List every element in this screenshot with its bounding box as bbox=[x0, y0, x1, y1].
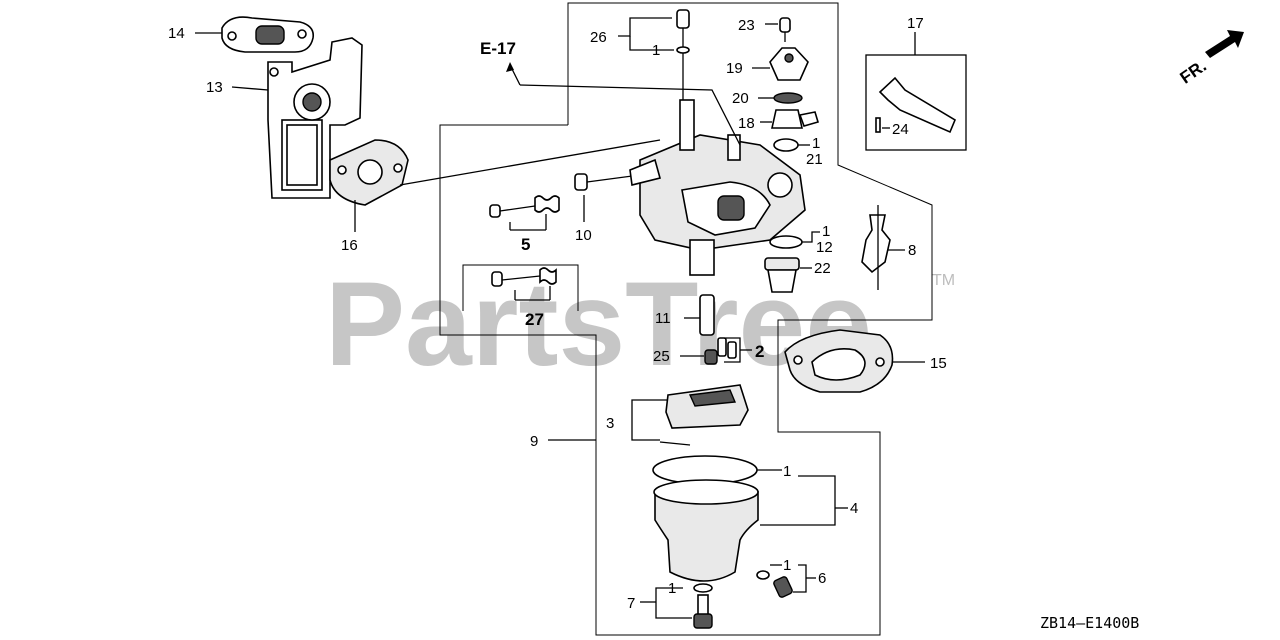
part-20-washer[interactable]: 20 bbox=[732, 90, 803, 107]
part-15-gasket[interactable]: 15 bbox=[784, 329, 947, 393]
callout-6: 6 bbox=[818, 570, 826, 587]
part-27-screw-kit[interactable]: 27 bbox=[462, 264, 579, 329]
reference-e17: E-17 bbox=[480, 39, 741, 146]
callout-25: 25 bbox=[653, 348, 670, 365]
part-9-carburetor-assy[interactable]: 9 bbox=[530, 433, 596, 450]
callout-19: 19 bbox=[726, 60, 743, 77]
callout-11: 11 bbox=[655, 310, 671, 327]
callout-3: 3 bbox=[606, 415, 614, 432]
callout-10: 10 bbox=[575, 227, 592, 244]
callout-7: 7 bbox=[627, 595, 635, 612]
part-2-pilot-screw[interactable]: 2 bbox=[717, 337, 764, 363]
part-18-valve[interactable]: 18 bbox=[738, 109, 819, 132]
part-8-float-pin[interactable]: 8 bbox=[861, 205, 916, 290]
callout-27: 27 bbox=[525, 310, 544, 329]
part-4-float-chamber[interactable]: 1 4 bbox=[652, 455, 858, 582]
part-14-gasket[interactable]: 14 bbox=[168, 16, 315, 53]
callout-4: 4 bbox=[850, 500, 858, 517]
callout-1-drain-washer: 1 bbox=[783, 557, 791, 574]
part-26-screw[interactable]: 26 1 bbox=[590, 9, 690, 100]
part-22-float-valve-seat[interactable]: 22 bbox=[764, 257, 831, 293]
part-7-bolt[interactable]: 1 7 bbox=[627, 580, 713, 629]
callout-2: 2 bbox=[755, 342, 764, 361]
part-6-drain-screw[interactable]: 1 6 bbox=[756, 557, 826, 598]
callout-9: 9 bbox=[530, 433, 538, 450]
callout-1-washer: 1 bbox=[652, 42, 660, 59]
part-5-screw-spring[interactable]: 5 bbox=[489, 195, 560, 254]
part-3-float[interactable]: 3 bbox=[606, 384, 749, 446]
part-21-gasket[interactable]: 1 21 bbox=[773, 135, 823, 168]
callout-1-gasket21: 1 bbox=[812, 135, 820, 152]
callout-21: 21 bbox=[806, 151, 823, 168]
callout-5: 5 bbox=[521, 235, 530, 254]
callout-12: 12 bbox=[816, 239, 833, 256]
front-label: FR. bbox=[1177, 56, 1210, 87]
callout-1-bolt-washer: 1 bbox=[668, 580, 676, 597]
front-indicator: FR. bbox=[1177, 30, 1244, 88]
part-16-gasket[interactable]: 16 bbox=[329, 139, 661, 254]
diagram-code: ZB14—E1400B bbox=[1040, 614, 1139, 632]
callout-15: 15 bbox=[930, 355, 947, 372]
callout-1-oring: 1 bbox=[822, 223, 830, 240]
part-19-cover[interactable]: 19 bbox=[726, 47, 809, 81]
callout-24: 24 bbox=[892, 121, 909, 138]
reference-label: E-17 bbox=[480, 39, 516, 58]
watermark-trademark: TM bbox=[932, 272, 955, 289]
callout-22: 22 bbox=[814, 260, 831, 277]
callout-18: 18 bbox=[738, 115, 755, 132]
callout-13: 13 bbox=[206, 79, 223, 96]
carburetor-body[interactable] bbox=[629, 99, 806, 276]
part-10-screw[interactable]: 10 bbox=[574, 173, 641, 244]
callout-14: 14 bbox=[168, 25, 185, 42]
callout-8: 8 bbox=[908, 242, 916, 259]
callout-20: 20 bbox=[732, 90, 749, 107]
callout-16: 16 bbox=[341, 237, 358, 254]
part-11-main-nozzle[interactable]: 11 bbox=[655, 294, 715, 336]
callout-26: 26 bbox=[590, 29, 607, 46]
front-arrow-icon bbox=[1205, 30, 1244, 58]
part-25-jet[interactable]: 25 bbox=[653, 348, 718, 365]
callout-23: 23 bbox=[738, 17, 755, 34]
part-12-oring[interactable]: 1 12 bbox=[769, 223, 833, 256]
part-23-screw[interactable]: 23 bbox=[738, 17, 791, 42]
callout-1-chamber-gasket: 1 bbox=[783, 463, 791, 480]
part-13-bracket[interactable]: 13 bbox=[206, 37, 363, 199]
assembly-outline bbox=[439, 2, 933, 636]
callout-17: 17 bbox=[907, 15, 924, 32]
part-17-lever-kit[interactable]: 17 24 bbox=[865, 15, 967, 151]
